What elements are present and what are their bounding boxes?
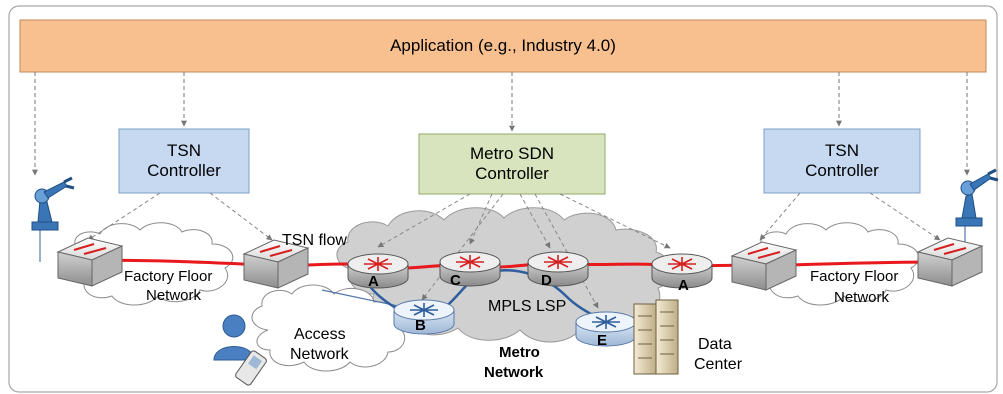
datacenter-line2: Center (694, 356, 743, 373)
router-a-left-label: A (368, 273, 379, 290)
datacenter-line1: Data (698, 336, 732, 353)
robot-arm-icon (955, 168, 999, 227)
router-b-label: B (415, 317, 426, 334)
tsn-controller-left-line1: TSN (167, 141, 201, 160)
factory-right-line1: Factory Floor (810, 268, 899, 285)
tsn-controller-right-box (763, 128, 921, 194)
factory-right-line2: Network (834, 289, 890, 306)
tsn-controller-left-line2: Controller (147, 161, 221, 180)
application-label: Application (e.g., Industry 4.0) (390, 36, 616, 55)
metro-sdn-controller-line1: Metro SDN (469, 144, 555, 163)
factory-left-line1: Factory Floor (124, 268, 213, 285)
access-line2: Network (290, 346, 349, 363)
router-icon (651, 253, 713, 289)
switch-icon (56, 237, 124, 287)
metro-sdn-controller[interactable]: Metro SDN Controller (419, 134, 605, 194)
router-icon (439, 251, 501, 287)
metro-line1: Metro (499, 344, 540, 361)
switch-icon (916, 237, 984, 287)
metro-line2: Network (484, 364, 544, 381)
access-line1: Access (294, 326, 346, 343)
application-bar (19, 19, 987, 73)
router-icon (393, 299, 455, 335)
user-icon (213, 314, 255, 361)
metro-sdn-controller-box (418, 133, 606, 195)
router-d-label: D (541, 272, 552, 289)
server-icon (633, 299, 679, 375)
control-lines (87, 192, 941, 309)
tsn-controller-left-box (118, 128, 250, 194)
tsn-controller-right[interactable]: TSN Controller (764, 129, 920, 193)
tsn-controller-right-line1: TSN (825, 141, 859, 160)
router-a-right-label: A (678, 277, 689, 294)
router-icon (347, 253, 409, 289)
outer-frame (8, 5, 998, 393)
phone-icon (235, 350, 267, 386)
router-e-label: E (597, 332, 608, 349)
app-arrows (32, 72, 970, 176)
metro-sdn-controller-line2: Controller (475, 164, 549, 183)
switch-icon (242, 239, 310, 289)
factory-left-line2: Network (146, 287, 202, 304)
router-c-label: C (450, 272, 461, 289)
tsn-controller-left[interactable]: TSN Controller (119, 129, 249, 193)
tsn-controller-right-line2: Controller (805, 161, 879, 180)
tsn-flow-label: TSN flow (282, 232, 347, 249)
switch-icon (730, 241, 798, 291)
router-icon (527, 251, 589, 287)
robot-arm-icon (31, 176, 75, 231)
mpls-lsp-label: MPLS LSP (488, 298, 567, 315)
